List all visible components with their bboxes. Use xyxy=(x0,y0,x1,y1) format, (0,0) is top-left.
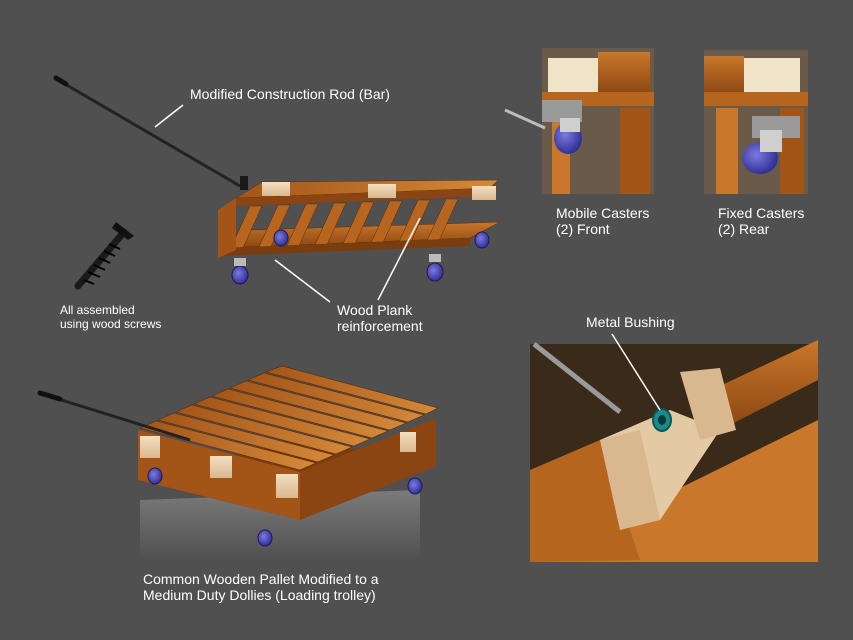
bushing-leader-line xyxy=(611,333,661,411)
mobile-casters-line-1: Mobile Casters xyxy=(556,205,650,221)
assembled-trolley-drawing xyxy=(217,176,501,285)
screws-label-line-2: using wood screws xyxy=(60,317,162,331)
screws-label-line-1: All assembled xyxy=(60,303,135,317)
fixed-casters-line-1: Fixed Casters xyxy=(718,205,805,221)
plank-label: Wood Plank reinforcement xyxy=(337,302,423,334)
fixed-casters-line-2: (2) Rear xyxy=(718,221,770,237)
bushing-detail xyxy=(530,340,818,562)
plank-leader-line-2 xyxy=(377,217,421,301)
rod-leader-line xyxy=(154,104,184,128)
mobile-casters-label: Mobile Casters (2) Front xyxy=(556,205,649,237)
screws-label: All assembled using wood screws xyxy=(60,303,161,331)
pallet-drawing xyxy=(37,365,439,560)
pallet-caption: Common Wooden Pallet Modified to a Mediu… xyxy=(143,571,379,603)
bushing-label: Metal Bushing xyxy=(586,314,675,330)
fixed-casters-label: Fixed Casters (2) Rear xyxy=(718,205,804,237)
mobile-casters-line-2: (2) Front xyxy=(556,221,610,237)
rod-label: Modified Construction Rod (Bar) xyxy=(190,86,390,102)
pallet-caption-line-1: Common Wooden Pallet Modified to a xyxy=(143,571,379,587)
plank-label-line-2: reinforcement xyxy=(337,318,423,334)
plank-leader-line-1 xyxy=(274,259,331,303)
screw-drawing xyxy=(74,222,134,290)
pallet-caption-line-2: Medium Duty Dollies (Loading trolley) xyxy=(143,587,376,603)
mobile-caster-detail xyxy=(504,48,654,194)
plank-label-line-1: Wood Plank xyxy=(337,302,413,318)
fixed-caster-detail xyxy=(704,50,808,194)
rod-drawing xyxy=(53,75,241,188)
